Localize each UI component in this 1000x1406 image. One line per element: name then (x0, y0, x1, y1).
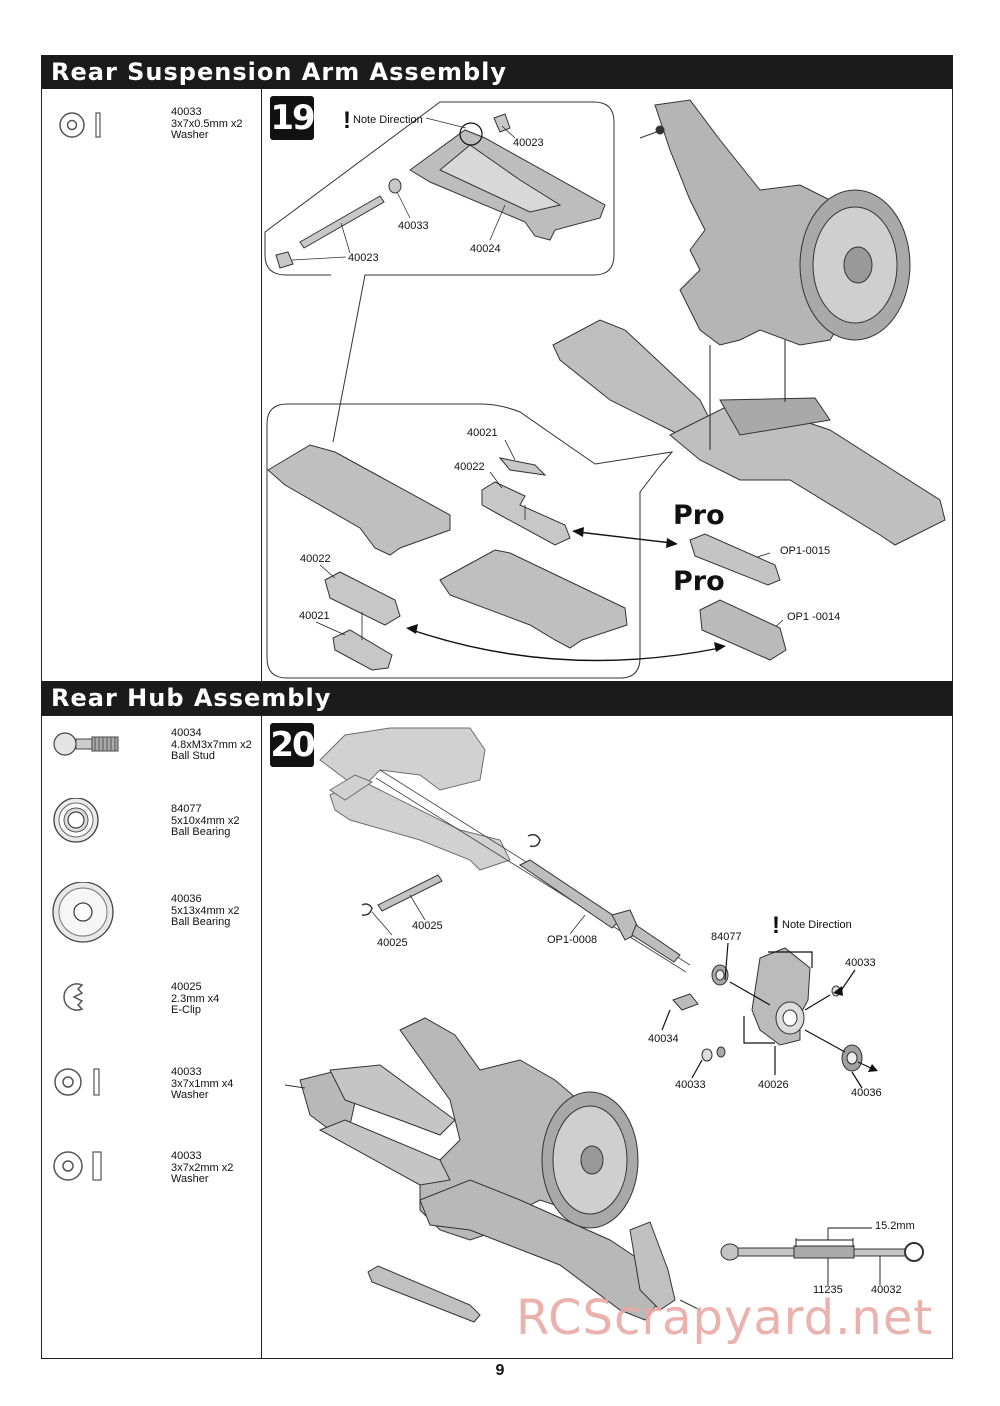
part-label-40023: 40023 (348, 252, 379, 264)
part-label-40025: 40025 (412, 920, 443, 932)
washer-icon (53, 1151, 102, 1181)
page-number: 9 (495, 1362, 505, 1379)
part-label-40033: 40033 (398, 220, 429, 232)
washer-icon (59, 112, 101, 138)
part-label-40024: 40024 (470, 243, 501, 255)
parts-column-divider (261, 88, 262, 683)
part-label-40033: 40033 (675, 1079, 706, 1091)
part-label-40033: 40033 (845, 957, 876, 969)
part-label-11235: 11235 (813, 1284, 843, 1296)
section-header-rear-suspension-arm: Rear Suspension Arm Assembly (41, 55, 953, 89)
note-direction-20: !Note Direction (772, 912, 852, 939)
ball-bearing-icon (52, 882, 114, 943)
part-label-40025: 40025 (377, 937, 408, 949)
part-label-40036: 40036 (851, 1087, 882, 1099)
part-label-40022: 40022 (300, 553, 331, 565)
washer-icon (54, 1068, 100, 1096)
step-number-19: 19 (270, 96, 316, 140)
ball-stud-icon (53, 732, 119, 756)
part-label-op1-0014: OP1 -0014 (787, 611, 841, 623)
part-label-40032: 40032 (871, 1284, 902, 1296)
part-label-40021: 40021 (467, 427, 498, 439)
part-label-40021: 40021 (299, 610, 330, 622)
pro-option-label: Pro (673, 566, 725, 597)
pro-option-label: Pro (673, 500, 725, 531)
ball-bearing-icon (53, 798, 99, 843)
section-header-rear-hub: Rear Hub Assembly (41, 681, 953, 715)
e-clip-icon (63, 983, 84, 1011)
part-label-op1-0015: OP1-0015 (780, 545, 831, 557)
dimension-label: 15.2mm (875, 1220, 915, 1232)
warning-icon: ! (343, 107, 351, 134)
watermark: RCScrapyard.net (516, 1290, 934, 1346)
part-label-84077: 84077 (711, 931, 742, 943)
note-direction-19: !Note Direction (343, 107, 423, 134)
part-label-40023: 40023 (513, 137, 544, 149)
parts-column-divider (261, 715, 262, 1359)
part-label-op1-0008: OP1-0008 (547, 934, 598, 946)
step-number-20: 20 (270, 723, 316, 767)
part-label-40026: 40026 (758, 1079, 789, 1091)
part-label-40022: 40022 (454, 461, 485, 473)
part-label-40034: 40034 (648, 1033, 679, 1045)
warning-icon: ! (772, 912, 780, 939)
part-description: 40033 3x7x0.5mm x2 Washer (171, 106, 243, 141)
part-entry-washer: 40033 3x7x0.5mm x2 Washer (52, 106, 262, 167)
